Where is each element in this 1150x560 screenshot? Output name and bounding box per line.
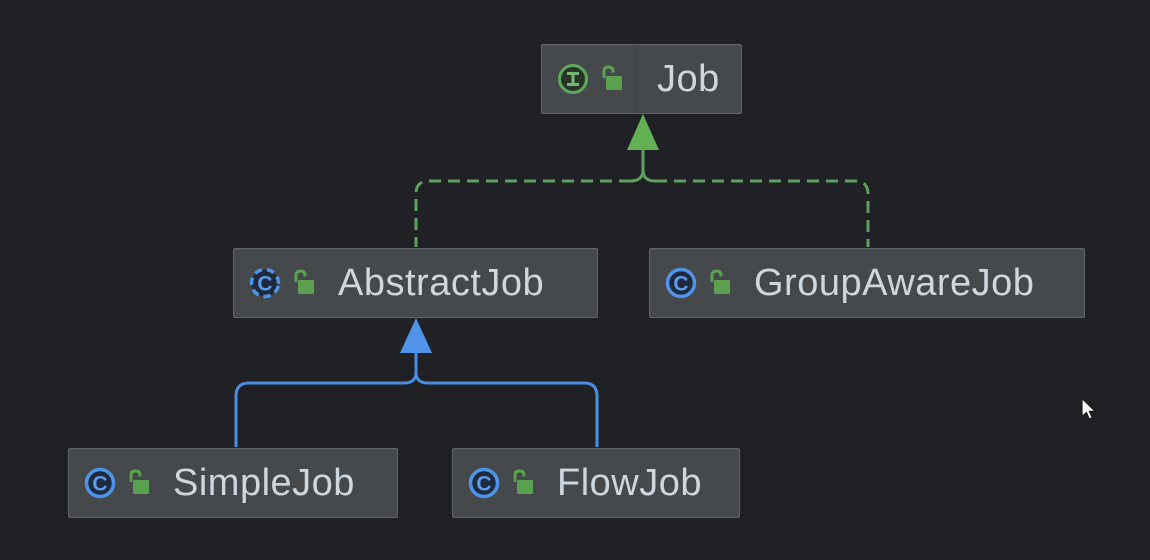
node-divider (635, 45, 636, 113)
class-icon: C (467, 466, 501, 500)
class-node-abstractjob[interactable]: C AbstractJob (233, 248, 598, 318)
interface-icon (556, 62, 590, 96)
class-icon: C (83, 466, 117, 500)
class-node-flowjob[interactable]: C FlowJob (452, 448, 740, 518)
svg-text:C: C (673, 273, 688, 296)
svg-text:C: C (92, 473, 107, 496)
svg-text:C: C (257, 273, 272, 296)
abstract-class-icon: C (248, 266, 282, 300)
unlocked-icon (598, 64, 625, 94)
extends-arrowhead (400, 318, 432, 385)
unlocked-icon (290, 268, 317, 298)
implements-arrowhead (627, 114, 659, 183)
mouse-cursor-icon (1080, 397, 1100, 428)
class-node-job[interactable]: Job (541, 44, 742, 114)
edge-abstractjob-implements-job (414, 179, 631, 247)
class-node-groupawarejob[interactable]: C GroupAwareJob (649, 248, 1085, 318)
unlocked-icon (509, 468, 536, 498)
class-name-label: GroupAwareJob (754, 261, 1035, 304)
edge-groupawarejob-implements-job (655, 179, 870, 247)
unlocked-icon (706, 268, 733, 298)
class-name-label: Job (657, 57, 720, 100)
class-icon: C (664, 266, 698, 300)
unlocked-icon (125, 468, 152, 498)
class-name-label: SimpleJob (173, 461, 355, 504)
class-node-simplejob[interactable]: C SimpleJob (68, 448, 398, 518)
edge-simplejob-extends-abstractjob (234, 381, 404, 447)
class-name-label: FlowJob (557, 461, 702, 504)
class-name-label: AbstractJob (338, 261, 545, 304)
svg-text:C: C (476, 473, 491, 496)
edge-flowjob-extends-abstractjob (428, 381, 599, 447)
